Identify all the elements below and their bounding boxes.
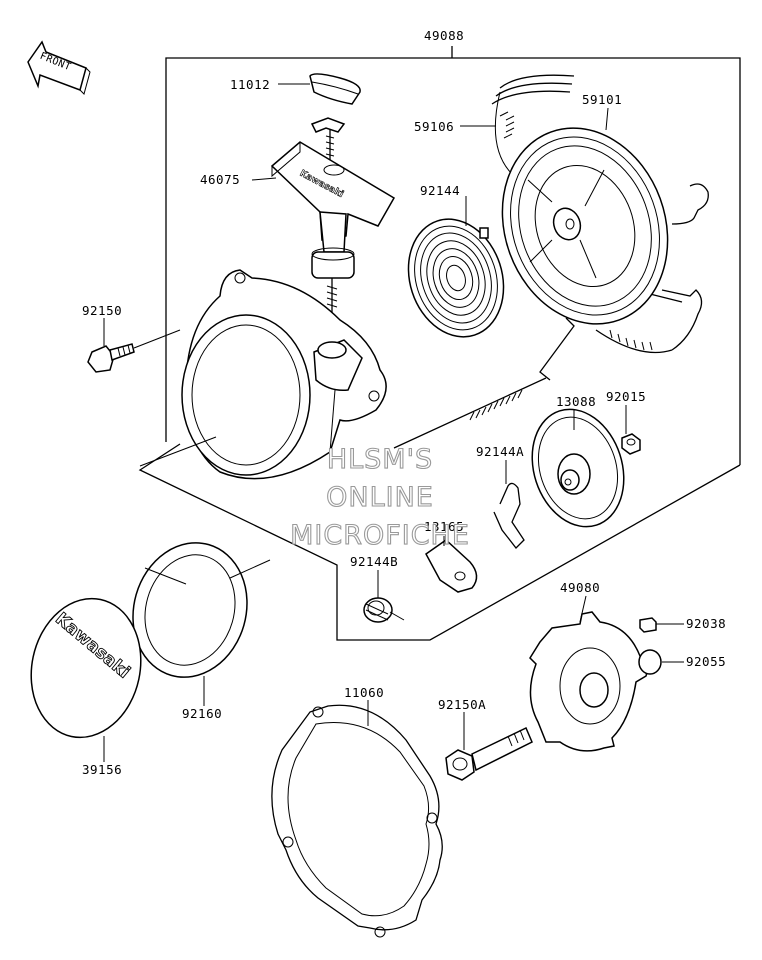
watermark-line-1: HLSM'S [327, 444, 433, 475]
callout-92144: 92144 [420, 183, 460, 198]
callout-92160: 92160 [182, 706, 222, 721]
callout-49088: 49088 [424, 28, 464, 43]
ratchet-13165 [425, 539, 478, 593]
callout-39156: 39156 [82, 762, 122, 777]
callout-59106: 59106 [414, 119, 454, 134]
callout-92144A: 92144A [476, 444, 524, 459]
pulley-13088 [531, 408, 625, 528]
cap-11012 [309, 73, 361, 105]
o-ring-92055 [638, 649, 662, 675]
callout-92144B: 92144B [350, 554, 398, 569]
callout-59101: 59101 [582, 92, 622, 107]
callout-13088: 13088 [556, 394, 596, 409]
assembly-bracket [138, 46, 741, 641]
handle-46075: Kawasaki [270, 117, 396, 345]
front-arrow-icon: FRONT [27, 40, 91, 95]
spring-clip-92144A [493, 482, 525, 549]
bolt-92150A [445, 726, 533, 781]
leader-lines [103, 83, 684, 762]
callout-46075: 46075 [200, 172, 240, 187]
nut-92015 [621, 433, 641, 455]
callout-13165: 13165 [424, 519, 464, 534]
cover-39156: Kawasaki [30, 597, 142, 739]
callout-92150: 92150 [82, 303, 122, 318]
reel-59101 [501, 127, 669, 325]
callout-labels: 49088 11012 46075 59106 59101 92144 9215… [82, 28, 726, 777]
watermark-line-3: MICROFICHE [290, 520, 470, 551]
rope-59106 [393, 74, 709, 449]
callout-11060: 11060 [344, 685, 384, 700]
callout-11012: 11012 [230, 77, 270, 92]
spring-92144B [363, 597, 393, 623]
plate-92160 [132, 542, 248, 678]
starter-case [181, 269, 387, 480]
spiral-spring-92144 [407, 218, 505, 338]
callout-92038: 92038 [686, 616, 726, 631]
watermark: HLSM'S ONLINE MICROFICHE [290, 443, 470, 551]
bolt-92150 [87, 329, 181, 373]
callout-49080: 49080 [560, 580, 600, 595]
callout-92015: 92015 [606, 389, 646, 404]
callout-92150A: 92150A [438, 697, 486, 712]
key-92038 [639, 617, 657, 633]
gasket-11060 [271, 704, 443, 938]
drive-pulley-49080 [529, 611, 651, 752]
watermark-line-2: ONLINE [326, 482, 434, 513]
callout-92055: 92055 [686, 654, 726, 669]
